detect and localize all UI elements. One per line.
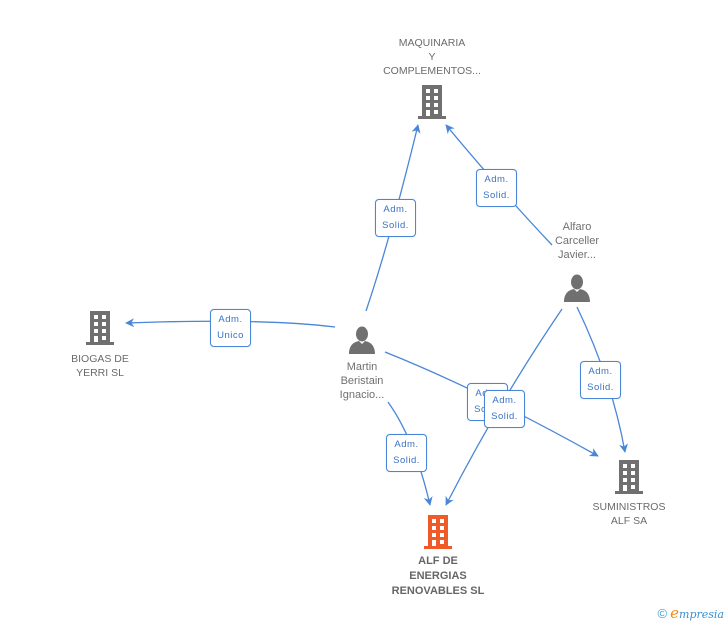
building-icon-alf_energias[interactable] (424, 515, 452, 554)
edge-label-line: Solid. (491, 411, 518, 422)
building-icon-maquinaria[interactable] (418, 85, 446, 124)
node-label-line: ALF SA (610, 515, 648, 527)
node-label-line: Javier... (558, 249, 596, 261)
empresia-watermark[interactable]: ©empresia (658, 604, 724, 622)
building-icon-suministros[interactable] (615, 460, 643, 499)
edge-label-line: Adm. (394, 439, 419, 450)
edge-label-alfaro-to-suministros[interactable]: Adm. Solid. (580, 361, 621, 399)
node-label-line: MAQUINARIA (398, 37, 466, 49)
copyright-icon: © (657, 606, 668, 621)
node-label-alf_energias[interactable]: ALF DE ENERGIAS RENOVABLES SL (373, 554, 503, 599)
node-label-line: Beristain (340, 375, 384, 387)
edge-label-line: Adm. (588, 366, 613, 377)
edge-label-line: Adm. (383, 204, 408, 215)
node-label-line: RENOVABLES SL (391, 585, 485, 597)
brand-initial: e (670, 604, 680, 622)
node-label-line: Y (428, 51, 436, 63)
node-label-line: COMPLEMENTOS... (383, 65, 481, 77)
edge-label-line: Solid. (393, 455, 420, 466)
edge-label-line: Solid. (483, 190, 510, 201)
node-label-line: YERRI SL (76, 367, 124, 379)
edge-label-martin-to-maquinaria[interactable]: Adm. Solid. (375, 199, 416, 237)
node-label-line: SUMINISTROS (592, 501, 666, 513)
edge-label-line: Solid. (382, 220, 409, 231)
edge-label-line: Solid. (587, 382, 614, 393)
node-label-maquinaria[interactable]: MAQUINARIA Y COMPLEMENTOS... (367, 36, 497, 78)
node-label-line: Alfaro (562, 221, 592, 233)
person-icon-martin[interactable] (348, 326, 376, 359)
edge-label-line: Adm. (484, 174, 509, 185)
edge-label-alfaro-to-alf_energias[interactable]: Adm. Solid. (484, 390, 525, 428)
edge-label-martin-to-alf_energias[interactable]: Adm. Solid. (386, 434, 427, 472)
edge-label-martin-to-biogas[interactable]: Adm. Unico (210, 309, 251, 347)
brand-name: mpresia (679, 608, 724, 621)
node-label-line: ALF DE (418, 555, 458, 567)
edge-label-line: Adm. (492, 395, 517, 406)
node-label-suministros[interactable]: SUMINISTROS ALF SA (564, 500, 694, 528)
building-icon-biogas[interactable] (86, 311, 114, 350)
node-label-line: BIOGAS DE (71, 353, 129, 365)
node-label-line: Carceller (554, 235, 599, 247)
node-label-line: Martin (346, 361, 378, 373)
person-icon-alfaro[interactable] (563, 274, 591, 307)
edge-label-line: Adm. (218, 314, 243, 325)
node-label-line: ENERGIAS (409, 570, 467, 582)
edge-label-alfaro-to-maquinaria[interactable]: Adm. Solid. (476, 169, 517, 207)
edge-label-line: Unico (217, 330, 244, 341)
node-label-line: Ignacio... (339, 389, 385, 401)
node-label-biogas[interactable]: BIOGAS DE YERRI SL (35, 352, 165, 380)
